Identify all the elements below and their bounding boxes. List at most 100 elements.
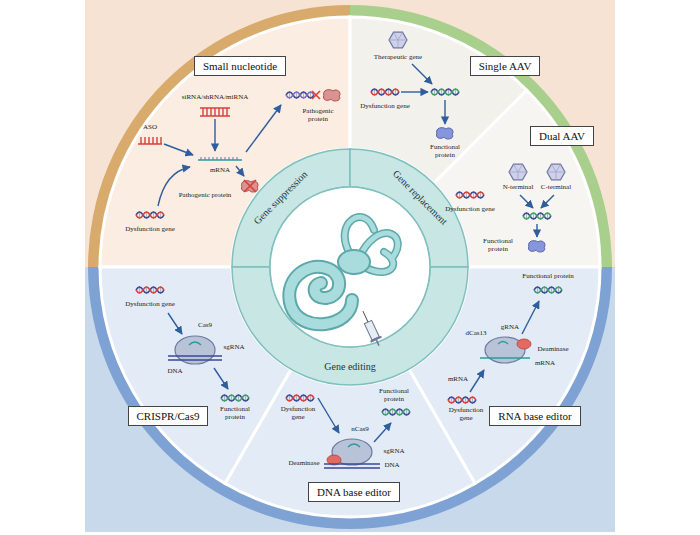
callout-label: Therapeutic gene (374, 54, 422, 62)
callout-label: Functional protein (478, 238, 518, 253)
rna-base-editor-illustration (522, 301, 539, 334)
callout-label: Functional protein (213, 406, 257, 421)
small-nucleotide-illustration (158, 105, 281, 206)
rna-base-editor-illustration (517, 339, 531, 349)
category-label: Gene editing (324, 361, 375, 372)
method-box: Small nucleotide (194, 56, 286, 77)
dual-aav-illustration (528, 241, 545, 252)
dual-aav-illustration (509, 164, 527, 180)
callout-label: nCas9 (351, 426, 369, 434)
callout-label: mRNA (210, 167, 230, 175)
background (85, 0, 615, 532)
rna-base-editor-illustration (534, 286, 562, 294)
method-title: RNA base editor (498, 410, 571, 423)
cochlea-illustration (289, 217, 397, 324)
rna-base-editor-illustration (498, 342, 508, 345)
crispr-illustration (214, 368, 228, 389)
method-title: CRISPR/Cas9 (137, 410, 200, 423)
dual-aav-illustration (520, 195, 533, 208)
small-nucleotide-illustration (286, 91, 314, 99)
callout-label: dCas13 (466, 330, 487, 338)
dual-aav-illustration (547, 164, 565, 180)
small-nucleotide-illustration (246, 105, 281, 152)
small-nucleotide-illustration (201, 157, 237, 160)
single-aav-illustration (389, 32, 407, 48)
small-nucleotide-illustration (158, 167, 190, 206)
callout-label: sgRNA (383, 448, 404, 456)
dual-aav-illustration (456, 191, 484, 199)
method-box: DNA base editor (308, 482, 400, 503)
small-nucleotide-illustration (312, 91, 320, 99)
method-title: Dual AAV (539, 130, 585, 143)
method-box: Single AAV (470, 56, 541, 77)
crispr-illustration (189, 342, 201, 345)
callout-label: sgRNA (223, 344, 244, 352)
cochlea-illustration (345, 217, 374, 254)
background (85, 267, 615, 532)
method-box: RNA base editor (489, 406, 580, 427)
inner-ring (270, 187, 430, 347)
dual-aav-illustration (541, 195, 554, 208)
callout-label: Dysfunction gene (277, 406, 319, 421)
single-aav-illustration (444, 100, 445, 124)
dna-base-editor-illustration (348, 444, 360, 447)
small-nucleotide-illustration (138, 137, 162, 144)
callout-label: mRNA (535, 360, 555, 368)
background (85, 0, 615, 267)
syringe-icon (376, 340, 379, 345)
callout-label: Functional protein (373, 388, 415, 403)
single-aav-illustration (412, 64, 432, 84)
cochlea-illustration (345, 217, 374, 254)
method-box: CRISPR/Cas9 (128, 406, 209, 427)
cochlea-illustration (338, 250, 370, 274)
dna-base-editor-illustration (286, 394, 410, 468)
callout-label: DNA (384, 462, 399, 470)
crispr-illustration (221, 394, 249, 402)
rna-base-editor-illustration (448, 286, 562, 404)
small-nucleotide-illustration (236, 166, 244, 176)
single-aav-illustration (431, 88, 459, 96)
callout-label: Dysfunction gene (125, 226, 175, 234)
callout-label: Functional protein (423, 144, 467, 159)
small-nucleotide-illustration (136, 90, 340, 219)
callout-label: N-terminal (503, 184, 534, 192)
syringe-icon (364, 320, 379, 340)
callout-label: Dysfunction gene (360, 103, 410, 111)
callout-label: mRNA (448, 376, 468, 384)
callout-label: Pathogenic protein (296, 108, 340, 123)
syringe-icon (363, 311, 368, 322)
outer-ring (88, 267, 612, 529)
rna-base-editor-illustration (480, 357, 530, 359)
small-nucleotide-illustration (164, 144, 193, 155)
crispr-illustration (168, 313, 228, 389)
dna-base-editor-illustration (382, 408, 410, 416)
callout-label: Cas9 (198, 322, 212, 330)
callout-label: Dysfunction gene (125, 301, 175, 309)
crispr-illustration (168, 356, 222, 360)
small-nucleotide-illustration (244, 180, 256, 192)
dna-base-editor-illustration (318, 398, 391, 442)
small-nucleotide-illustration (200, 108, 230, 116)
small-nucleotide-illustration (323, 90, 340, 101)
rna-base-editor-illustration (470, 301, 539, 392)
callout-label: Functional protein (522, 273, 574, 281)
callout-label: C-terminal (541, 184, 571, 192)
callout-label: Dysfunction gene (446, 407, 486, 422)
dna-base-editor-illustration (318, 398, 339, 433)
callout-label: Dysfunction gene (445, 206, 495, 214)
syringe-icon (370, 336, 382, 343)
rna-base-editor-illustration (470, 370, 484, 392)
method-title: Single AAV (479, 60, 532, 73)
method-title: DNA base editor (317, 486, 391, 499)
cochlea-illustration (289, 267, 352, 324)
sector-fill (100, 17, 600, 517)
callout-label: siRNA/shRNA/miRNA (182, 94, 249, 102)
single-aav-illustration (401, 91, 428, 92)
method-box: Dual AAV (530, 126, 594, 147)
method-title: Small nucleotide (203, 60, 277, 73)
callout-label: Pathogenic protein (179, 192, 232, 200)
single-aav-illustration (436, 128, 453, 139)
small-nucleotide-illustration (214, 119, 215, 151)
